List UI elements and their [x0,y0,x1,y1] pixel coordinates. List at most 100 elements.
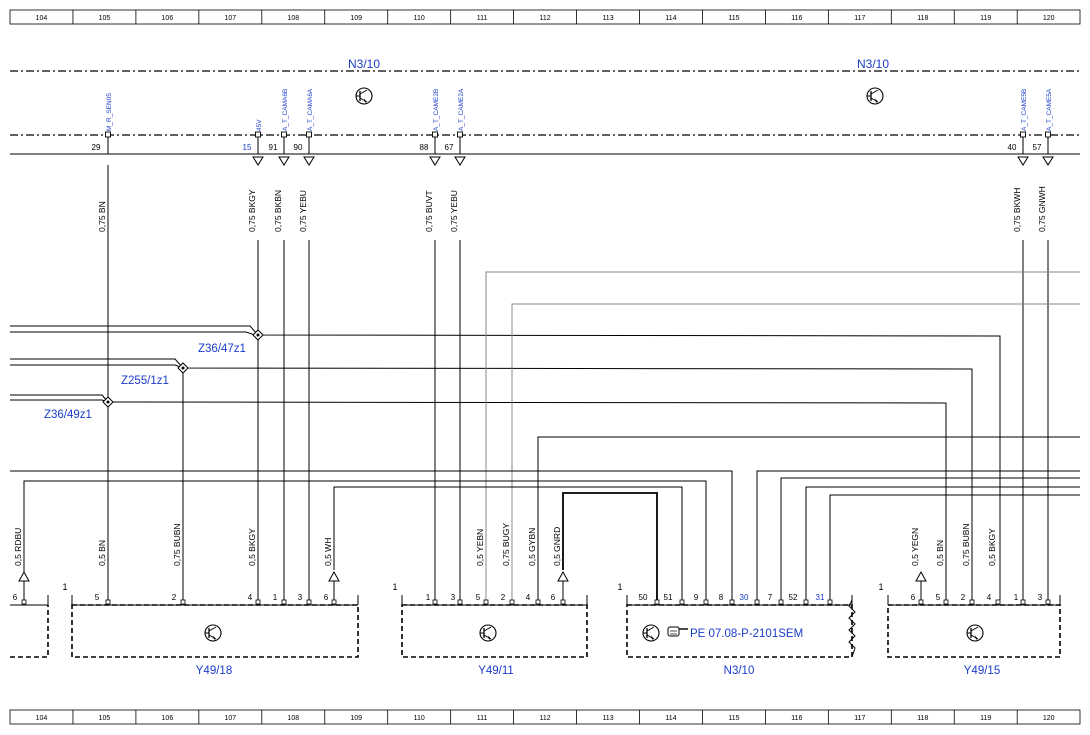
connector-pin [306,131,312,138]
connector-signal-label: 45V [256,119,263,131]
splice-junction: Z36/47z1 [198,329,264,355]
component-pin-number: 31 [816,593,825,602]
component-pin [432,599,438,605]
connector-pin-number: 40 [1008,143,1017,152]
wire-label: 0,5 GYBN [527,528,537,566]
transistor-arrow [488,635,491,640]
component-box-number: 1 [392,582,397,592]
component-pin [703,599,709,605]
component-body [887,604,1061,658]
ruler-cell-label: 113 [602,15,613,22]
connector-signal-label: A_T_CAME2B [433,89,440,131]
ruler-cell-label: 110 [414,15,425,22]
wire-label: 0,5 BN [935,540,945,566]
wire-label: 0,75 BUBN [172,523,182,566]
wire [562,492,658,600]
component-pin-number: 6 [13,593,18,602]
component-pin-number: 6 [551,593,556,602]
component-pin-number: 2 [172,593,177,602]
connector-pin [457,131,463,138]
ruler-cell-label: 119 [980,715,991,722]
connector-pin [105,131,111,138]
connector-pin [255,131,261,138]
wire [333,486,683,600]
connector-pin-number: 67 [445,143,454,152]
component-pin-number: 3 [298,593,303,602]
wire-label: 0,5 YEGN [910,528,920,566]
wire-label: 0,75 BUBN [961,523,971,566]
wire [805,486,1080,600]
component-pin [943,599,949,605]
module-label-right: N3/10 [857,57,889,71]
junction-dot [181,366,185,370]
component-pin [306,599,312,605]
component-partial-left: 6 [10,593,49,658]
component-pin [995,599,1001,605]
wire-label: 0,5 GNRD [552,527,562,566]
component-body [71,604,359,658]
component-pin-number: 50 [639,593,648,602]
wire [10,470,733,600]
ruler-cell-label: 116 [791,715,802,722]
ruler-cell-label: 118 [917,15,928,22]
plug-triangle [278,156,290,166]
ruler-cell-label: 114 [665,715,676,722]
component-pin [918,599,924,605]
ruler-cell-label: 115 [728,15,739,22]
transistor-collector [359,89,368,95]
component-pin-number: 6 [324,593,329,602]
component-pin [21,599,27,605]
wire-label: 0,75 GNWH [1037,186,1047,232]
connector-signal-label: A_T_CAMA6B [282,89,289,131]
component-pin [457,599,463,605]
component-pin [679,599,685,605]
component-pin [281,599,287,605]
ruler-cell-label: 115 [728,715,739,722]
ruler-cell-label: 120 [1043,15,1055,22]
component-pin-number: 6 [911,593,916,602]
ruler-cell-label: 117 [854,15,865,22]
component-pin [535,599,541,605]
junction-dot [256,333,260,337]
wire-label: 0,75 YEBU [298,190,308,232]
component-pin [729,599,735,605]
top-connector: A_T_CAME5A 57 0,75 GNWH [1033,88,1054,232]
transistor-icon [479,624,497,642]
wire-label: 0,5 WH [323,538,333,566]
connector-signal-label: A_T_CAME5A [1046,88,1053,131]
ruler-cell-label: 104 [36,715,48,722]
transistor-icon [866,87,884,105]
ruler-cell-label: 116 [791,15,802,22]
component-body [626,604,853,658]
ruler-cell-label: 104 [36,15,48,22]
component-pin-number: 5 [476,593,481,602]
connector-pin-number: 57 [1033,143,1042,152]
component-pin [331,599,337,605]
component-pin-number: 3 [451,593,456,602]
component-pin-number: 8 [719,593,724,602]
transistor-icon [642,624,660,642]
plug-triangle [328,570,340,582]
component-pin [509,599,515,605]
component-pin [483,599,489,605]
connector-pin-number: 90 [294,143,303,152]
component-pin-number: 1 [273,593,278,602]
component-pin-number: 52 [789,593,798,602]
component-box-number: 1 [62,582,67,592]
wire [780,477,1080,600]
junction-label: Z36/47z1 [198,343,246,355]
component-pin-number: 30 [740,593,749,602]
ruler-cell-label: 109 [350,715,362,722]
ruler-cell-label: 108 [287,15,299,22]
component-pin-number: 7 [768,593,773,602]
connector-signal-label: A_T_CAME2A [458,88,465,131]
transistor-collector [208,626,217,632]
